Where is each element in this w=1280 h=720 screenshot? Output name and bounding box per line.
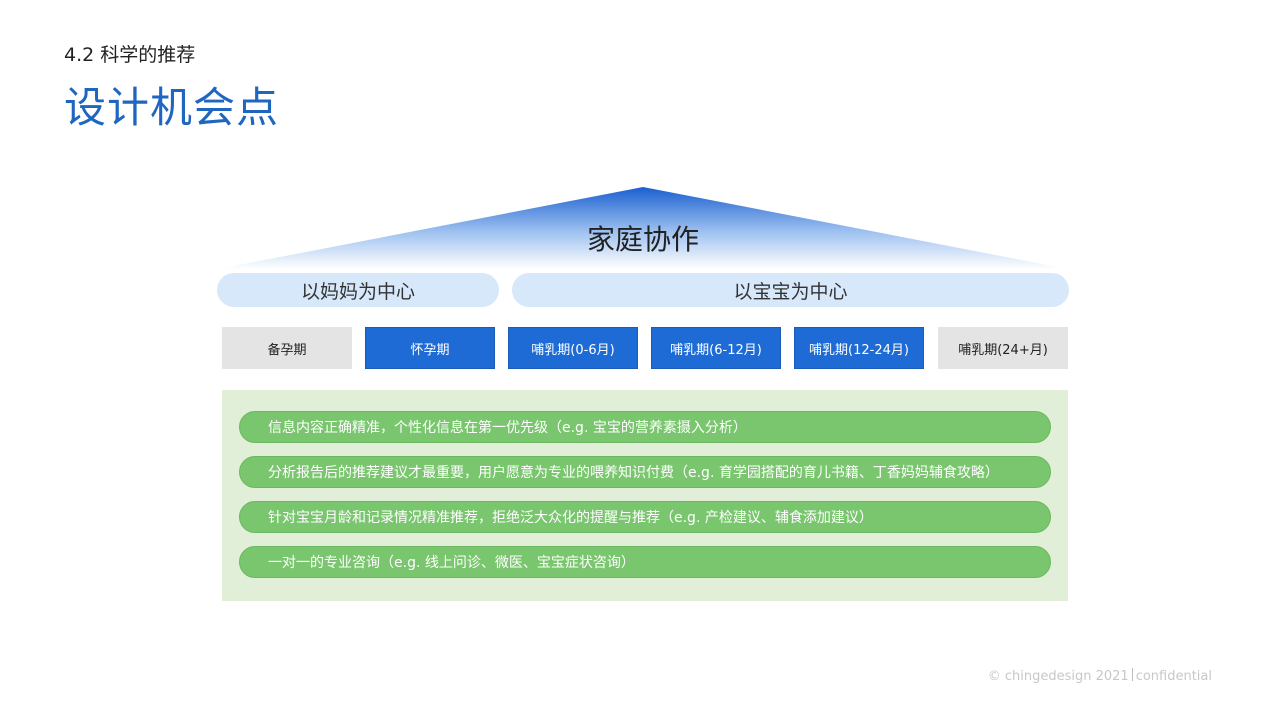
stage-pregnancy: 怀孕期 <box>365 327 495 369</box>
opportunity-panel: 信息内容正确精准，个性化信息在第一优先级（e.g. 宝宝的营养素摄入分析） 分析… <box>222 390 1068 601</box>
stage-row: 备孕期 怀孕期 哺乳期(0-6月) 哺乳期(6-12月) 哺乳期(12-24月)… <box>222 327 1068 369</box>
copyright-icon: © <box>987 669 1001 684</box>
section-subtitle: 4.2 科学的推荐 <box>64 44 196 66</box>
stage-pre-pregnancy: 备孕期 <box>222 327 352 369</box>
stage-nursing-0-6: 哺乳期(0-6月) <box>508 327 638 369</box>
roof-label: 家庭协作 <box>586 223 699 256</box>
stage-nursing-12-24: 哺乳期(12-24月) <box>794 327 924 369</box>
focus-pill-mother: 以妈妈为中心 <box>217 273 499 307</box>
opportunity-item: 信息内容正确精准，个性化信息在第一优先级（e.g. 宝宝的营养素摄入分析） <box>239 411 1051 443</box>
page-title: 设计机会点 <box>64 83 280 132</box>
footer-brand: chingedesign 2021 <box>1004 669 1129 684</box>
stage-nursing-24-plus: 哺乳期(24+月) <box>938 327 1068 369</box>
footer-confidential: confidential <box>1135 669 1212 684</box>
opportunity-item: 分析报告后的推荐建议才最重要，用户愿意为专业的喂养知识付费（e.g. 育学园搭配… <box>239 456 1051 488</box>
opportunity-item: 一对一的专业咨询（e.g. 线上问诊、微医、宝宝症状咨询） <box>239 546 1051 578</box>
stage-nursing-6-12: 哺乳期(6-12月) <box>651 327 781 369</box>
opportunity-item: 针对宝宝月龄和记录情况精准推荐，拒绝泛大众化的提醒与推荐（e.g. 产检建议、辅… <box>239 501 1051 533</box>
footer: © chingedesign 2021 confidential <box>988 668 1212 684</box>
footer-divider <box>1131 668 1133 681</box>
focus-pill-baby: 以宝宝为中心 <box>512 273 1069 307</box>
roof-triangle <box>218 187 1068 269</box>
